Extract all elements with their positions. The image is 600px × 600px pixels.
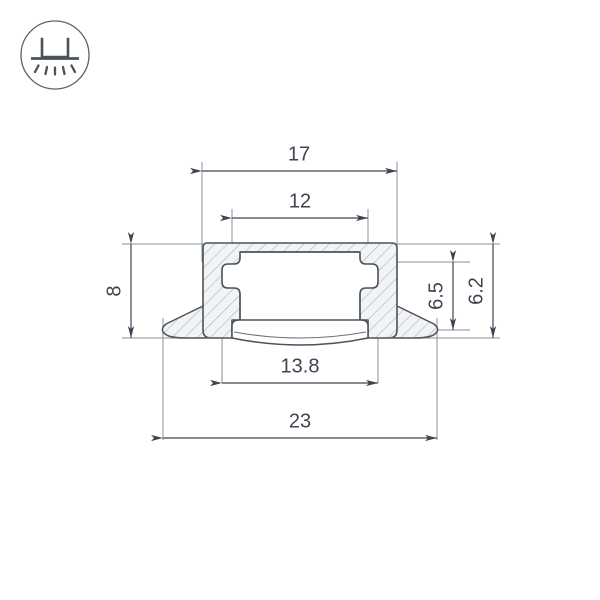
dimension-138: 13.8 <box>210 355 378 387</box>
dimension-17: 17 <box>190 143 397 175</box>
dimension-8: 8 <box>103 232 135 338</box>
icon-fixture-box <box>40 37 70 59</box>
profile-cross-section <box>161 242 439 346</box>
diffuser-lens <box>231 319 369 346</box>
dimension-23: 23 <box>151 410 437 442</box>
dimension-12: 12 <box>220 190 368 222</box>
icon-circle <box>20 20 90 90</box>
dimension-65: 6.5 <box>425 250 457 330</box>
dimension-65-label: 6.5 <box>425 282 447 310</box>
dimension-8-label: 8 <box>103 285 125 296</box>
dimension-17-label: 17 <box>288 143 310 165</box>
right-flange <box>392 304 439 339</box>
recessed-light-icon <box>20 20 90 90</box>
dimension-62: 6.2 <box>465 232 497 338</box>
left-flange <box>161 304 208 339</box>
dimension-62-label: 6.2 <box>465 277 487 305</box>
dimension-138-label: 13.8 <box>281 355 320 377</box>
dimension-12-label: 12 <box>289 190 311 212</box>
diffuser-inner-curve <box>233 331 367 339</box>
icon-light-rays <box>33 64 77 76</box>
dimension-23-label: 23 <box>289 410 311 432</box>
